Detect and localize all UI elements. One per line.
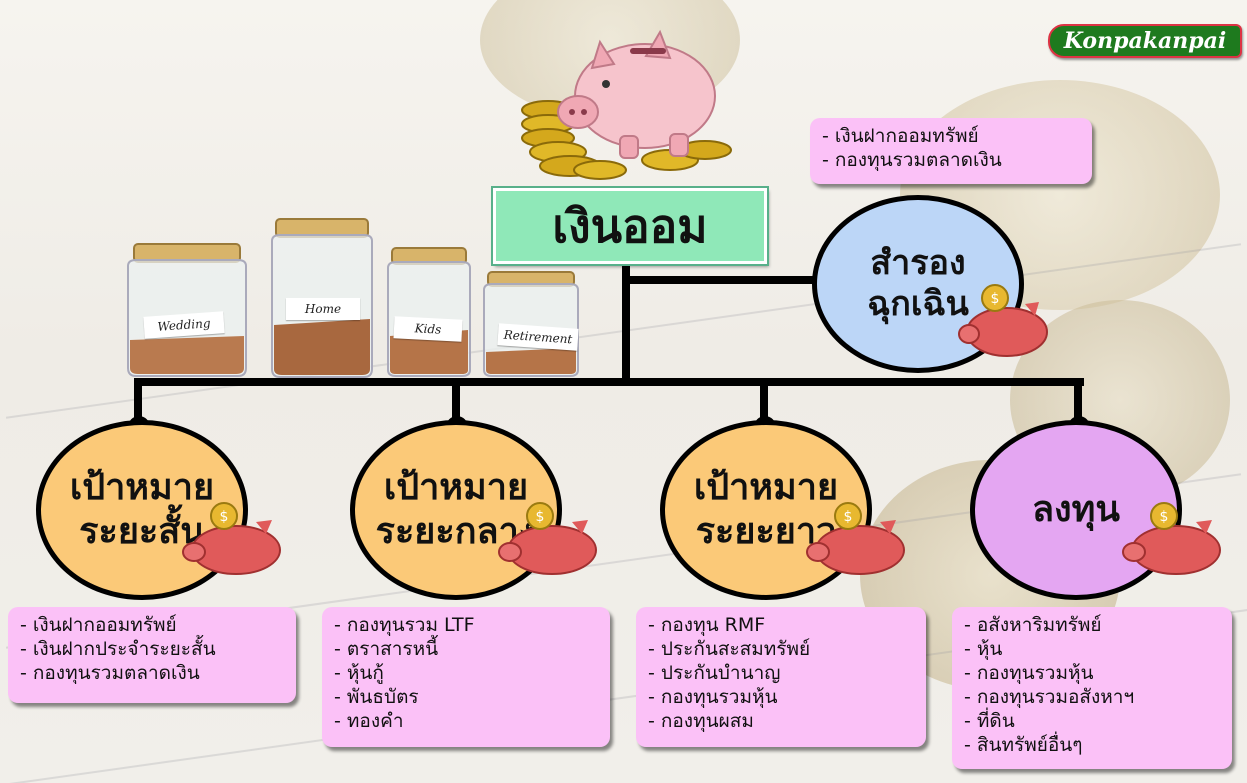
mid-term-list: - กองทุนรวม LTF - ตราสารหนี้ - หุ้นกู้ -…: [322, 607, 610, 747]
emergency-list: - เงินฝากออมทรัพย์ - กองทุนรวมตลาดเงิน: [810, 118, 1092, 184]
brand-logo: Konpakanpai: [1048, 24, 1242, 58]
list-item: - ที่ดิน: [964, 710, 1015, 732]
list-item: - สินทรัพย์อื่นๆ: [964, 734, 1083, 756]
connector-bus: [134, 378, 1084, 386]
goal-line-1: เป้าหมาย: [693, 467, 839, 509]
list-item: - อสังหาริมทรัพย์: [964, 614, 1102, 636]
root-node-savings: เงินออม: [493, 188, 767, 264]
goal-line-1: เป้าหมาย: [69, 467, 215, 509]
invest-list: - อสังหาริมทรัพย์ - หุ้น - กองทุนรวมหุ้น…: [952, 607, 1232, 769]
emergency-line-2: ฉุกเฉิน: [867, 284, 969, 324]
goal-line-2: ระยะสั้น: [79, 511, 205, 552]
list-item: - กองทุนรวม LTF: [334, 614, 475, 636]
goal-circle-invest: ลงทุน: [970, 420, 1182, 600]
svg-text:$: $: [1160, 509, 1169, 525]
connector-drop-mid: [452, 378, 460, 426]
list-item: - กองทุนรวมหุ้น: [648, 686, 778, 708]
savings-jar-icon: [127, 243, 247, 377]
svg-text:$: $: [220, 509, 229, 525]
list-item: - ประกันสะสมทรัพย์: [648, 638, 811, 660]
piggy-bank-icon: $: [1122, 502, 1221, 575]
piggy-bank-icon: $: [182, 502, 281, 575]
piggy-bank-icon: $: [498, 502, 597, 575]
connector-emergency: [622, 276, 840, 284]
svg-text:$: $: [991, 291, 1000, 307]
list-item: - กองทุนรวมหุ้น: [964, 662, 1094, 684]
piggy-bank-icon: $: [958, 284, 1048, 357]
svg-text:$: $: [844, 509, 853, 525]
list-item: - ทองคำ: [334, 710, 404, 732]
jar-label-kids: Kids: [393, 316, 463, 342]
connector-drop-invest: [1074, 378, 1082, 426]
list-item: - กองทุนรวมตลาดเงิน: [822, 149, 1002, 171]
list-item: - ตราสารหนี้: [334, 638, 439, 660]
jar-label-home: Home: [286, 298, 360, 320]
list-item: - ประกันบำนาญ: [648, 662, 781, 684]
goal-line-1: เป้าหมาย: [383, 467, 529, 509]
long-term-list: - กองทุน RMF - ประกันสะสมทรัพย์ - ประกัน…: [636, 607, 926, 747]
savings-jar-icon: [483, 271, 579, 377]
list-item: - กองทุนผสม: [648, 710, 754, 732]
svg-text:$: $: [536, 509, 545, 525]
list-item: - เงินฝากออมทรัพย์: [822, 125, 979, 147]
goal-line-1: ลงทุน: [1032, 489, 1120, 531]
list-item: - กองทุนรวมตลาดเงิน: [20, 662, 200, 684]
connector-drop-long: [760, 378, 768, 426]
list-item: - กองทุน RMF: [648, 614, 766, 636]
connector-drop-short: [134, 378, 142, 426]
connector-trunk: [622, 258, 630, 384]
emergency-line-1: สำรอง: [870, 242, 966, 283]
list-item: - เงินฝากประจำระยะสั้น: [20, 638, 216, 660]
savings-jar-icon: [387, 247, 471, 377]
list-item: - เงินฝากออมทรัพย์: [20, 614, 177, 636]
list-item: - หุ้นกู้: [334, 662, 384, 684]
piggy-bank-icon: $: [806, 502, 905, 575]
piggy-bank-icon: [521, 29, 732, 180]
list-item: - พันธบัตร: [334, 686, 419, 708]
list-item: - กองทุนรวมอสังหาฯ: [964, 686, 1135, 708]
short-term-list: - เงินฝากออมทรัพย์ - เงินฝากประจำระยะสั้…: [8, 607, 296, 703]
list-item: - หุ้น: [964, 638, 1003, 660]
